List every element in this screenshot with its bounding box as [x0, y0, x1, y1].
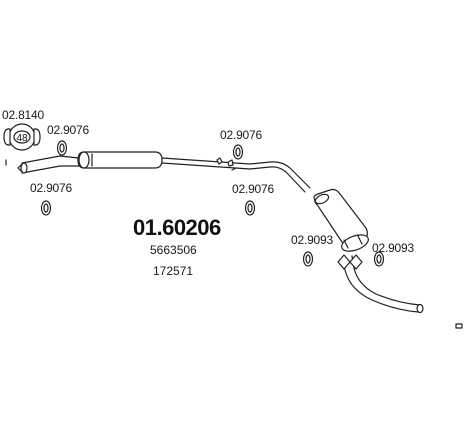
ring-02-9076-bottom-mid [244, 200, 256, 216]
label-ring-top-mid: 02.9076 [220, 128, 262, 142]
front-silencer [77, 151, 163, 169]
clamp-02-8140 [3, 123, 41, 151]
ring-02-9076-top-mid [232, 144, 244, 160]
oe-number-2: 172571 [153, 264, 194, 278]
ring-02-9093-right [373, 251, 385, 267]
label-ring-bottom-left: 02.9076 [30, 181, 72, 195]
ring-02-9076-top-left [56, 140, 68, 156]
label-ring-top-left: 02.9076 [47, 123, 89, 137]
rear-silencer [313, 188, 369, 252]
ring-02-9076-bottom-left [40, 200, 52, 216]
front-pipe [5, 155, 80, 174]
label-ring-right-left: 02.9093 [291, 233, 333, 247]
middle-pipe [161, 157, 311, 193]
clamp-badge-text: 48 [16, 133, 28, 144]
main-part-number: 01.60206 [133, 215, 221, 240]
tail-pipe [337, 254, 463, 329]
label-clamp-02-8140: 02.8140 [2, 108, 44, 122]
ring-02-9093-left [302, 251, 314, 267]
oe-number-1: 5663506 [150, 243, 197, 257]
label-ring-right-right: 02.9093 [372, 241, 414, 255]
label-ring-bottom-mid: 02.9076 [232, 182, 274, 196]
